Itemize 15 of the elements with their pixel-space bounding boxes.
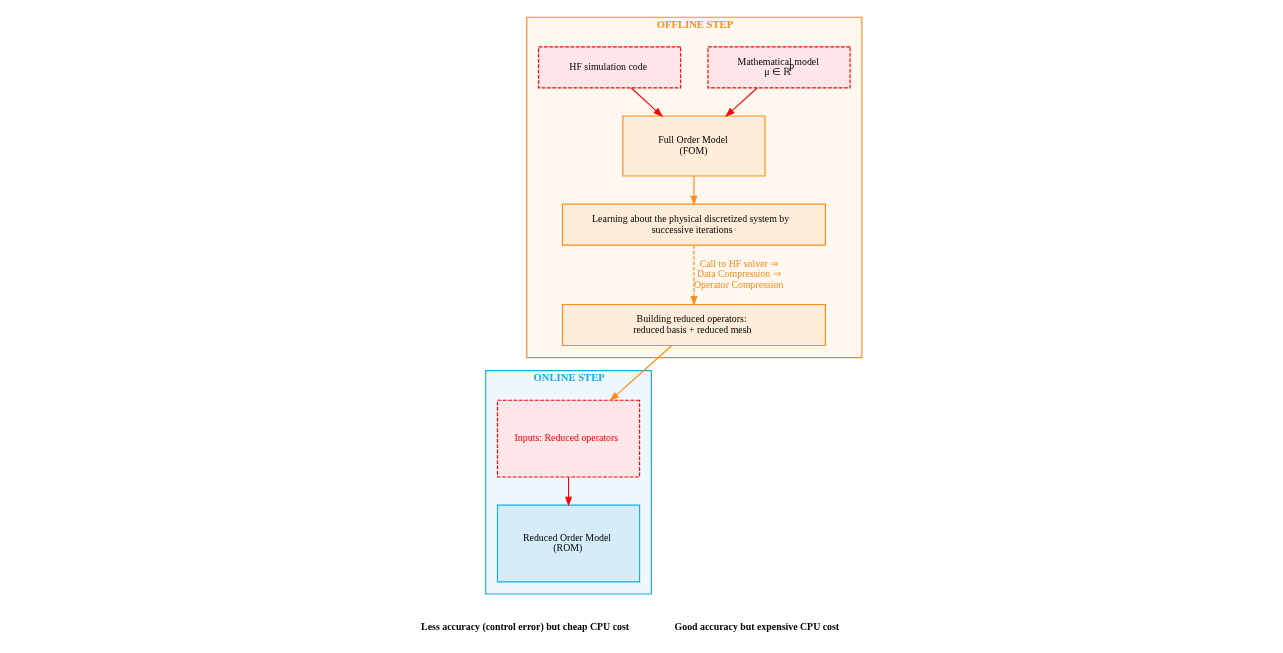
arrow <box>630 87 664 117</box>
arrow <box>690 175 698 206</box>
node-box: Building reduced operators: reduced basis + reduced mesh <box>561 303 826 347</box>
node-box: Inputs: Reduced operators <box>496 399 641 478</box>
node-box: Reduced Order Model (ROM) <box>496 504 641 583</box>
arrow <box>690 244 698 306</box>
node-box: Learning about the physical discretized system by successive iterations <box>561 203 826 246</box>
arrow <box>725 87 758 117</box>
label: Good accuracy but expensive CPU cost <box>674 621 840 633</box>
node-box: Full Order Model (FOM) <box>622 115 766 177</box>
label: Less accuracy (control error) but cheap CPU cost <box>421 621 630 633</box>
edge-label: Call to HF solver ⇒ Data Compression ⇒ Operator Compression <box>693 257 784 291</box>
node-box: HF simulation code <box>537 46 682 89</box>
arrow <box>609 344 673 402</box>
arrow <box>565 476 572 507</box>
